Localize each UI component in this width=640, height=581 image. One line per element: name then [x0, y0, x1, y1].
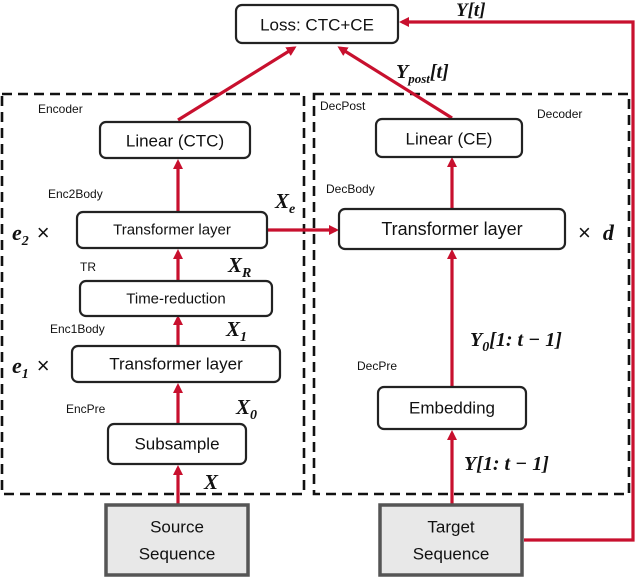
embedding-node: Embedding	[376, 385, 528, 431]
svg-text:Transformer layer: Transformer layer	[109, 355, 243, 374]
enc-transformer1-node: Transformer layer	[70, 344, 282, 384]
svg-text:Linear (CTC): Linear (CTC)	[126, 132, 224, 151]
subsample-node: Subsample	[106, 422, 248, 466]
label-tr: TR	[80, 260, 96, 274]
svg-text:Embedding: Embedding	[409, 399, 495, 418]
label-encoder: Encoder	[38, 102, 83, 116]
encoder-region	[0, 92, 306, 496]
edge-label-x-r: XR	[227, 253, 251, 281]
multiplier-e1: e1×	[12, 353, 50, 382]
arrows	[173, 17, 635, 542]
multiplier-e2: e2×	[12, 220, 50, 249]
label-enc1body: Enc1Body	[50, 322, 105, 336]
time-reduction-node: Time-reduction	[78, 279, 274, 318]
edge-label-y-post: Ypost[t]	[396, 61, 449, 86]
edge-label-y0: Y0[1: t − 1]	[470, 329, 562, 355]
label-enc2body: Enc2Body	[48, 187, 103, 201]
label-encpre: EncPre	[66, 402, 106, 416]
svg-text:Source: Source	[150, 518, 204, 537]
enc-transformer2-node: Transformer layer	[75, 210, 269, 250]
loss-node: Loss: CTC+CE	[234, 3, 400, 45]
arrow-linearce-to-loss	[337, 46, 453, 120]
arrow-target-to-loss	[399, 17, 635, 542]
svg-text:Transformer layer: Transformer layer	[381, 219, 522, 239]
svg-text:Time-reduction: Time-reduction	[126, 291, 225, 308]
edge-label-y1: Y[1: t − 1]	[464, 453, 549, 475]
multiplier-d: ×d	[578, 220, 615, 245]
edge-label-x-0: X0	[235, 395, 257, 423]
edge-label-y-t: Y[t]	[456, 0, 486, 21]
svg-text:Target: Target	[427, 518, 475, 537]
label-decpre: DecPre	[357, 359, 397, 373]
linear-ce-node: Linear (CE)	[374, 117, 524, 159]
svg-text:Sequence: Sequence	[413, 545, 490, 564]
label-decoder: Decoder	[537, 107, 582, 121]
svg-text:Sequence: Sequence	[139, 545, 216, 564]
svg-text:Loss: CTC+CE: Loss: CTC+CE	[260, 16, 374, 35]
svg-text:Subsample: Subsample	[134, 435, 219, 454]
svg-text:Transformer layer: Transformer layer	[113, 222, 231, 239]
edge-label-x-e: Xe	[274, 189, 295, 217]
decoder-region	[312, 92, 631, 496]
edge-label-x-1: X1	[225, 317, 247, 345]
source-sequence-node: Source Sequence	[104, 503, 250, 577]
linear-ctc-node: Linear (CTC)	[98, 120, 252, 160]
arrow-linearctc-to-loss	[177, 46, 297, 122]
label-decpost: DecPost	[320, 99, 366, 113]
edge-label-x: X	[203, 470, 219, 494]
label-decbody: DecBody	[326, 182, 375, 196]
svg-text:Linear (CE): Linear (CE)	[406, 130, 493, 149]
dec-transformer-node: Transformer layer	[337, 207, 567, 251]
target-sequence-node: Target Sequence	[378, 503, 524, 577]
